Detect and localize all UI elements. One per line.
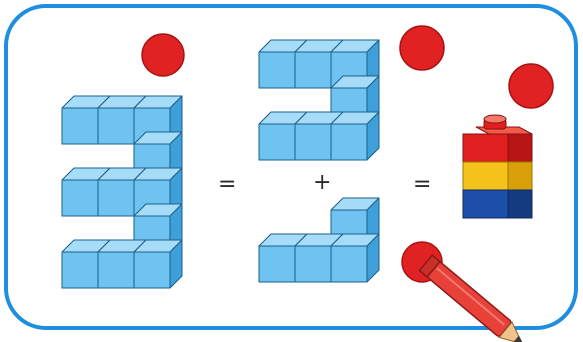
cube-face-front: [98, 252, 134, 288]
cube-face-front: [259, 124, 295, 160]
answer-circle-top[interactable]: [400, 26, 444, 70]
cube-structure-left: [62, 96, 182, 288]
cube-face-front: [259, 52, 295, 88]
plus-sign: +: [313, 172, 331, 194]
cube-face-front: [62, 108, 98, 144]
cube-face-front: [331, 124, 367, 160]
cube-face-front: [295, 124, 331, 160]
cube-face-front: [331, 246, 367, 282]
cube-face-front: [134, 252, 170, 288]
equals-sign-2: =: [413, 174, 431, 196]
cube-face-front: [62, 252, 98, 288]
cube-face-front: [98, 108, 134, 144]
answer-circle-brick[interactable]: [509, 64, 553, 108]
cube-face-front: [295, 52, 331, 88]
cube-face-front: [295, 246, 331, 282]
answer-circle-left[interactable]: [142, 34, 184, 76]
equals-sign-1: =: [218, 174, 236, 196]
cube-face-front: [62, 180, 98, 216]
cube-face-front: [98, 180, 134, 216]
cube-face-front: [259, 246, 295, 282]
